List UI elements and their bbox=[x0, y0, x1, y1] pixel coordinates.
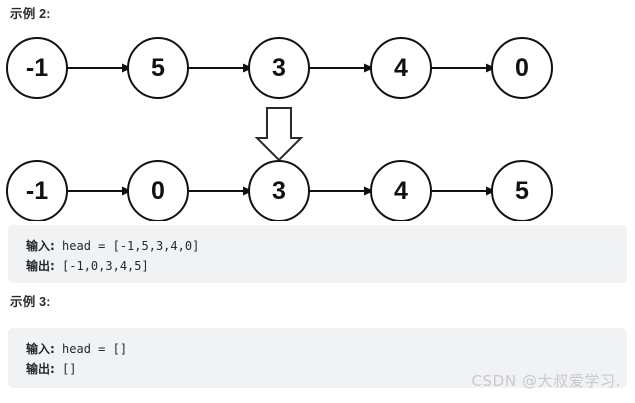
row-after: -1 0 3 4 5 bbox=[6, 160, 553, 221]
node-value: -1 bbox=[26, 177, 48, 205]
node-circle bbox=[248, 37, 310, 99]
output-label: 输出: bbox=[26, 259, 55, 273]
example-3-io-block: 输入: head = [] 输出: [] bbox=[8, 328, 627, 388]
node-circle bbox=[127, 37, 189, 99]
node-value: 4 bbox=[394, 177, 408, 205]
output-value: [-1,0,3,4,5] bbox=[54, 259, 149, 273]
arrow-head-3 bbox=[364, 63, 374, 73]
row-before: -1 5 3 4 0 bbox=[6, 37, 553, 99]
node-value: -1 bbox=[26, 54, 48, 82]
node-value: 4 bbox=[394, 54, 408, 82]
example-2-heading: 示例 2: bbox=[10, 7, 51, 21]
node-value: 5 bbox=[515, 177, 529, 205]
node-circle bbox=[6, 160, 68, 221]
output-value: [] bbox=[54, 362, 77, 376]
input-label: 输入: bbox=[26, 239, 55, 253]
node-value: 0 bbox=[515, 54, 529, 82]
code-line: 输入: head = [] bbox=[26, 339, 627, 359]
node-circle bbox=[491, 37, 553, 99]
node-circle bbox=[248, 160, 310, 221]
node-circle bbox=[370, 37, 432, 99]
csdn-watermark: CSDN @大叔爱学习. bbox=[471, 372, 621, 390]
node-value: 3 bbox=[272, 54, 286, 82]
linked-list-diagram: -1 5 3 4 0 bbox=[0, 26, 635, 221]
example-2-io-block: 输入: head = [-1,5,3,4,0] 输出: [-1,0,3,4,5] bbox=[8, 225, 627, 283]
node-value: 0 bbox=[151, 177, 165, 205]
down-block-arrow-icon bbox=[254, 107, 304, 162]
code-line: 输出: [] bbox=[26, 359, 627, 379]
code-line: 输入: head = [-1,5,3,4,0] bbox=[26, 236, 627, 256]
node-circle bbox=[6, 37, 68, 99]
output-label: 输出: bbox=[26, 362, 55, 376]
example-3-heading: 示例 3: bbox=[10, 295, 51, 309]
code-line: 输出: [-1,0,3,4,5] bbox=[26, 256, 627, 276]
node-value: 3 bbox=[272, 177, 286, 205]
node-circle bbox=[491, 160, 553, 221]
input-label: 输入: bbox=[26, 342, 55, 356]
diagram-canvas: -1 5 3 4 0 bbox=[6, 37, 553, 221]
node-circle bbox=[127, 160, 189, 221]
input-value: head = [] bbox=[54, 342, 128, 356]
node-circle bbox=[370, 160, 432, 221]
node-value: 5 bbox=[151, 54, 165, 82]
arrow-head-7 bbox=[364, 186, 374, 196]
input-value: head = [-1,5,3,4,0] bbox=[54, 239, 200, 253]
